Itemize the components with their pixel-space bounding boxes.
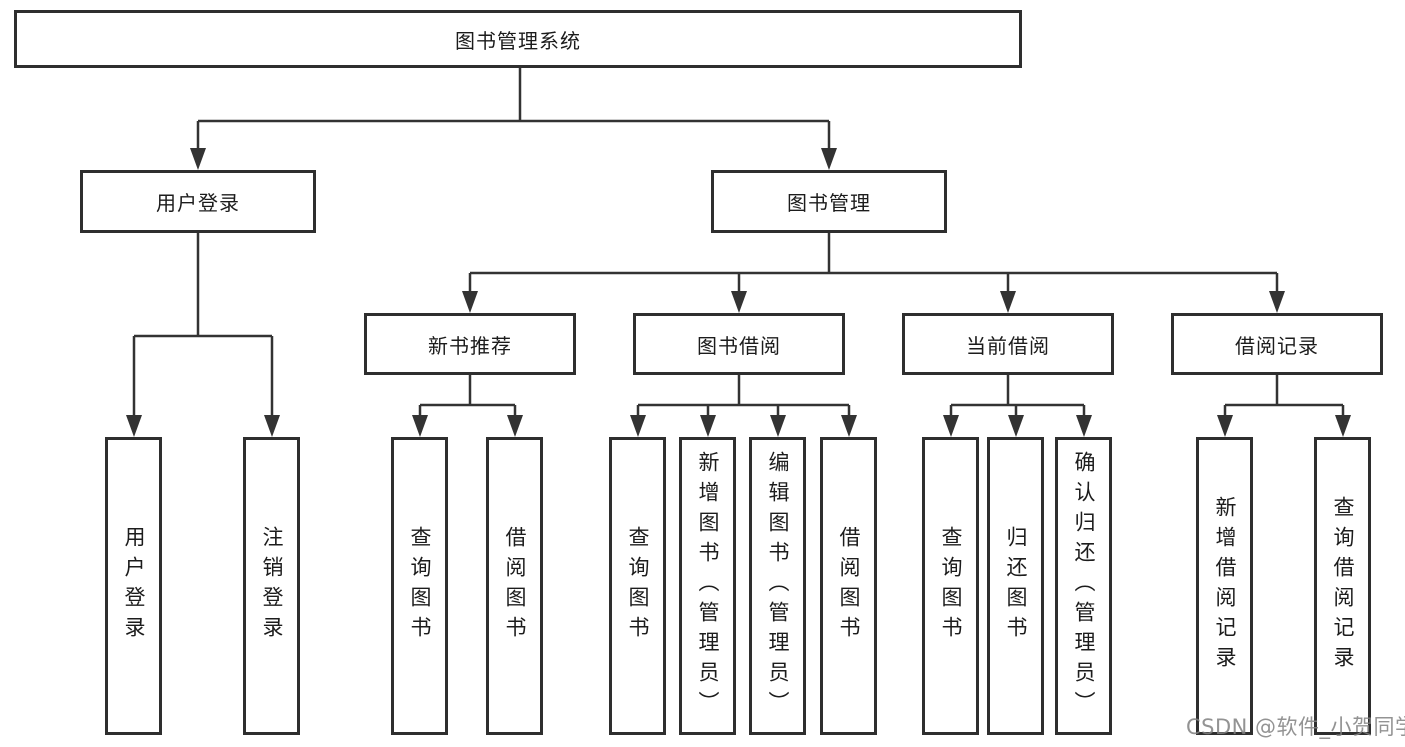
leaf-add-borrow-record: 新增借阅记录 <box>1196 437 1253 735</box>
node-book-borrowing: 图书借阅 <box>633 313 845 375</box>
leaf-return-book: 归还图书 <box>987 437 1044 735</box>
node-user-login-group: 用户登录 <box>80 170 316 233</box>
leaf-query-books-borrowing: 查询图书 <box>609 437 666 735</box>
leaf-logout: 注销登录 <box>243 437 300 735</box>
leaf-confirm-return-admin: 确认归还（管理员） <box>1055 437 1112 735</box>
leaf-query-books-recommend: 查询图书 <box>391 437 448 735</box>
node-current-borrowing: 当前借阅 <box>902 313 1114 375</box>
leaf-borrow-books-borrowing: 借阅图书 <box>820 437 877 735</box>
leaf-add-book-admin: 新增图书（管理员） <box>679 437 736 735</box>
leaf-query-borrow-record: 查询借阅记录 <box>1314 437 1371 735</box>
node-new-book-recommendation: 新书推荐 <box>364 313 576 375</box>
leaf-edit-book-admin: 编辑图书（管理员） <box>749 437 806 735</box>
leaf-query-books-current: 查询图书 <box>922 437 979 735</box>
csdn-watermark: CSDN @软件_小贺同学 <box>1186 715 1405 739</box>
node-borrowing-records: 借阅记录 <box>1171 313 1383 375</box>
arrowheads <box>126 148 1351 437</box>
node-library-management-system: 图书管理系统 <box>14 10 1022 68</box>
leaf-user-login: 用户登录 <box>105 437 162 735</box>
leaf-borrow-books-recommend: 借阅图书 <box>486 437 543 735</box>
node-book-management: 图书管理 <box>711 170 947 233</box>
